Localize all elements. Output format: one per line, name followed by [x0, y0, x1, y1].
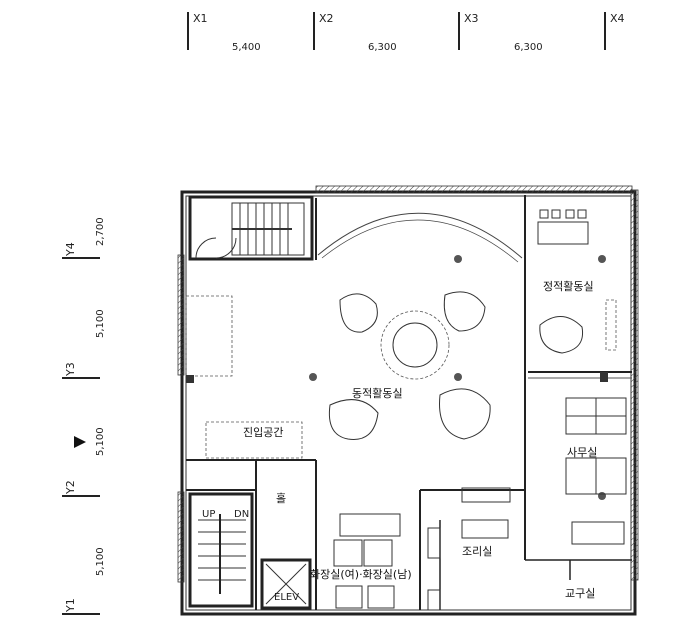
- stair-core-south: UP DN ELEV: [188, 492, 312, 610]
- room-label-dynamic: 동적활동실: [352, 386, 403, 400]
- stair-down-label: DN: [234, 509, 249, 520]
- axis-y4-label: Y4: [64, 242, 77, 257]
- restroom-fixtures: [333, 513, 401, 609]
- column-marker: [598, 492, 606, 500]
- column-marker: [598, 255, 606, 263]
- outer-walls: [177, 185, 639, 616]
- room-label-kitchen: 조리실: [462, 545, 492, 558]
- span-y2-y1: 5,100: [95, 547, 106, 576]
- axis-y3-label: Y3: [64, 362, 77, 377]
- axis-x3-label: X3: [464, 12, 479, 25]
- room-label-hall: 홀: [276, 492, 286, 505]
- column-marker: [454, 255, 462, 263]
- room-label-office: 사무실: [567, 446, 597, 459]
- room-label-entry: 진입공간: [243, 426, 283, 439]
- span-x2-x3: 6,300: [368, 42, 397, 53]
- column-marker: [309, 373, 317, 381]
- room-label-tools: 교구실: [565, 587, 595, 600]
- axis-y1-label: Y1: [64, 598, 77, 613]
- dynamic-room-furniture: [328, 291, 491, 440]
- span-y4-top: 2,700: [95, 217, 106, 246]
- axis-y2-label: Y2: [64, 480, 77, 495]
- column-marker: [454, 373, 462, 381]
- section-arrow-icon: [74, 436, 86, 448]
- stair-up-label: UP: [202, 509, 215, 520]
- office-furniture: [565, 397, 627, 545]
- curved-wall-feature: [315, 198, 523, 263]
- stair-core-north: [188, 195, 314, 261]
- span-y3-y2: 5,100: [95, 427, 106, 456]
- interior-walls: [185, 195, 632, 610]
- room-labels: 동적활동실 정적활동실 진입공간 홀 사무실 조리실 화장실(여)·화장실(남)…: [243, 279, 597, 600]
- x-grid-axes: X1 X2 X3 X4 5,400 6,300 6,300: [187, 12, 625, 53]
- room-label-restroom: 화장실(여)·화장실(남): [310, 568, 412, 581]
- axis-x1-label: X1: [193, 12, 208, 25]
- static-room-furniture: [537, 209, 617, 354]
- elevator-label: ELEV: [274, 592, 299, 603]
- y-grid-axes: Y4 Y3 Y2 Y1 2,700 5,100 5,100 5,100: [62, 217, 106, 615]
- kitchen-fixtures: [427, 487, 511, 611]
- room-label-static: 정적활동실: [543, 279, 594, 293]
- span-x1-x2: 5,400: [232, 42, 261, 53]
- span-y4-y3: 5,100: [95, 309, 106, 338]
- axis-x2-label: X2: [319, 12, 334, 25]
- axis-x4-label: X4: [610, 12, 625, 25]
- span-x3-x4: 6,300: [514, 42, 543, 53]
